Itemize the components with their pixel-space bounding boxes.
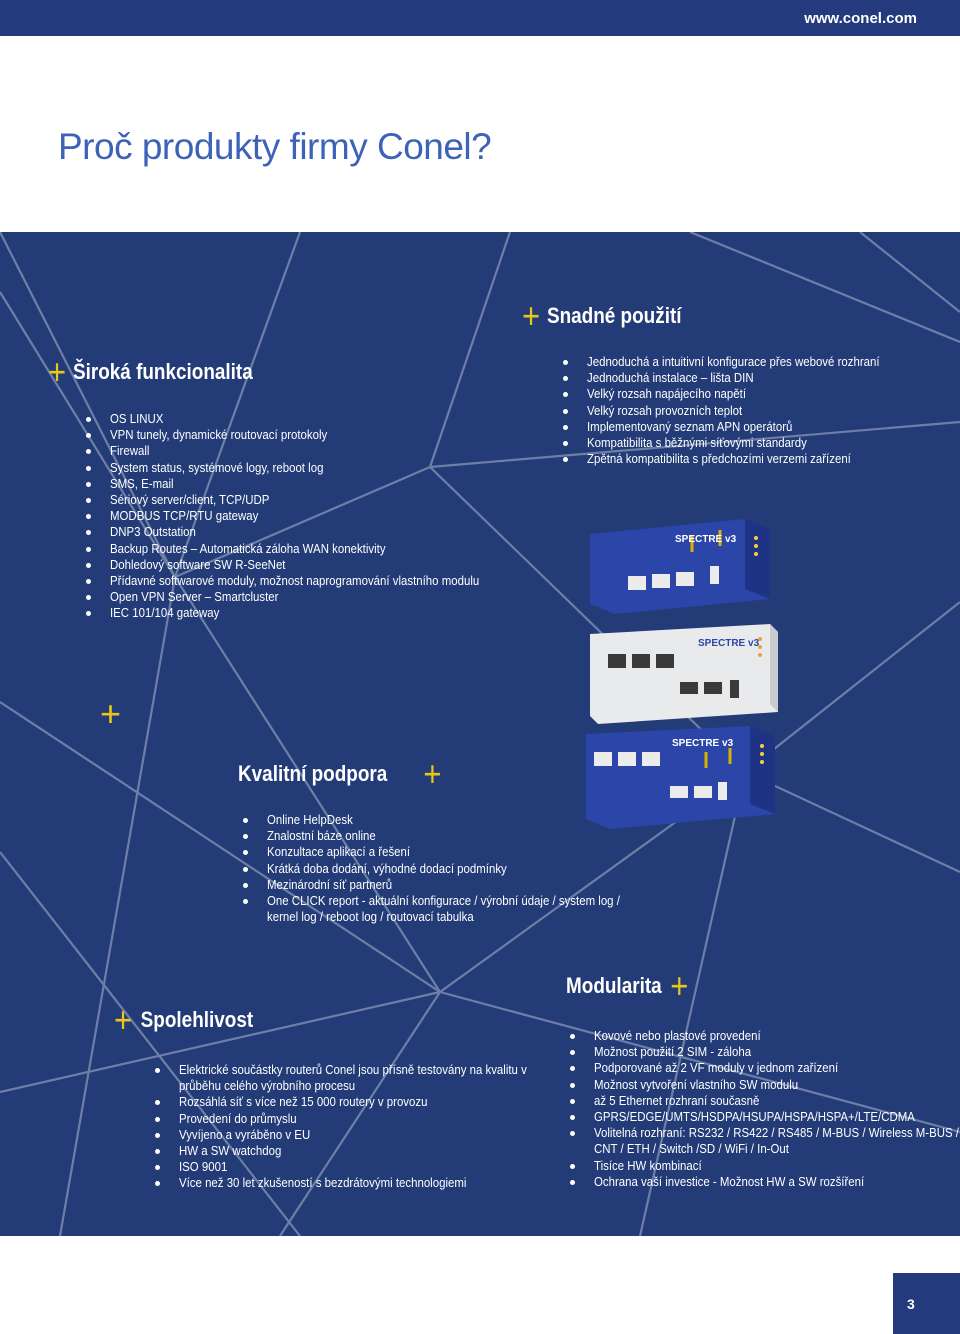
list-item: Ochrana vaší investice - Možnost HW a SW… [570,1174,960,1190]
section-heading: + Spolehlivost [114,1002,510,1038]
section-title: Široká funkcionalita [72,359,253,384]
list-item: Rozsáhlá síť s více než 15 000 routery v… [155,1094,574,1110]
list-item: Dohledový software SW R-SeeNet [86,557,530,573]
feature-list: Elektrické součástky routerů Conel jsou … [155,1062,574,1192]
list-item: Jednoduchá instalace – lišta DIN [563,370,919,386]
list-item: Mezinárodní síť partnerů [243,877,668,893]
plus-icon: + [522,295,541,336]
list-item: Backup Routes – Automatická záloha WAN k… [86,541,530,557]
list-item-continuation: CNT / ETH / Switch /SD / WiFi / In-Out [594,1141,789,1157]
list-item: Podporované až 2 VF moduly v jednom zaří… [570,1060,960,1076]
plus-icon: + [114,999,133,1040]
website-link[interactable]: www.conel.com [804,10,917,27]
list-item: MODBUS TCP/RTU gateway [86,508,530,524]
list-item: Vyvíjeno a vyráběno v EU [155,1127,574,1143]
section-title: Snadné použití [546,303,682,328]
list-item: Volitelná rozhraní: RS232 / RS422 / RS48… [570,1125,960,1141]
section-podpora: Kvalitní podpora + Online HelpDesk Znalo… [238,756,668,925]
page-title: Proč produkty firmy Conel? [58,126,492,167]
features-panel: + Široká funkcionalita OS LINUX VPN tune… [0,232,960,1236]
list-item: IEC 101/104 gateway [86,605,530,621]
svg-text:SPECTRE v3: SPECTRE v3 [672,738,734,749]
list-item: Firewall [86,443,530,459]
section-pouziti: + Snadné použití Jednoduchá a intuitivní… [522,298,919,467]
router-devices-image: SPECTRE v3 SPECTRE v3 [586,519,778,829]
section-modularita: Modularita + Kovové nebo plastové proved… [566,968,960,1190]
list-item: DNP3 Outstation [86,524,530,540]
section-heading: Kvalitní podpora + [238,756,608,792]
page-number: 3 [907,1296,915,1312]
list-item: Možnost použití 2 SIM - záloha [570,1044,960,1060]
list-item: Tisíce HW kombinací [570,1158,960,1174]
list-item: Online HelpDesk [243,812,668,828]
section-spolehlivost: + Spolehlivost Elektrické součástky rout… [114,1002,574,1192]
list-item: Jednoduchá a intuitivní konfigurace přes… [563,354,919,370]
list-item: Open VPN Server – Smartcluster [86,589,530,605]
list-item: Více než 30 let zkušeností s bezdrátovým… [155,1175,574,1191]
svg-text:SPECTRE v3: SPECTRE v3 [698,638,760,649]
feature-list: Jednoduchá a intuitivní konfigurace přes… [563,354,919,467]
list-item: Velký rozsah napájecího napětí [563,386,919,402]
list-item: Zpětná kompatibilita s předchozími verze… [563,451,919,467]
list-item: Kovové nebo plastové provedení [570,1028,960,1044]
feature-list: Kovové nebo plastové provedení Možnost p… [570,1028,960,1190]
list-item: Konzultace aplikací a řešení [243,844,668,860]
section-heading: Modularita + [566,968,947,1004]
list-item: Sériový server/client, TCP/UDP [86,492,530,508]
list-item-continuation: kernel log / reboot log / routovací tabu… [267,909,474,925]
list-item: Přídavné softwarové moduly, možnost napr… [86,573,530,589]
list-item: Elektrické součástky routerů Conel jsou … [155,1062,574,1078]
section-heading: + Široká funkcionalita [48,354,462,390]
feature-list: Online HelpDesk Znalostní báze online Ko… [243,812,668,925]
feature-list: OS LINUX VPN tunely, dynamické routovací… [86,411,530,622]
section-title: Spolehlivost [140,1007,254,1032]
plus-icon: + [423,753,442,794]
section-title: Kvalitní podpora [238,761,388,786]
list-item: Kompatibilita s běžnými síťovými standar… [563,435,919,451]
list-item: ISO 9001 [155,1159,574,1175]
section-funkcionalita: + Široká funkcionalita OS LINUX VPN tune… [48,354,530,622]
list-item: One CLICK report - aktuální konfigurace … [243,893,668,909]
list-item: až 5 Ethernet rozhraní současně [570,1093,960,1109]
router-device-bottom: SPECTRE v3 [586,726,775,829]
list-item: Možnost vytvoření vlastního SW modulu [570,1077,960,1093]
list-item: GPRS/EDGE/UMTS/HSDPA/HSUPA/HSPA/HSPA+/LT… [570,1109,960,1125]
list-item: Velký rozsah provozních teplot [563,403,919,419]
list-item-continuation: průběhu celého výrobního procesu [179,1078,356,1094]
router-device-middle: SPECTRE v3 [590,624,778,724]
svg-text:SPECTRE v3: SPECTRE v3 [675,534,737,545]
list-item: Krátká doba dodání, výhodné dodací podmí… [243,861,668,877]
list-item: System status, systémové logy, reboot lo… [86,460,530,476]
list-item: Provedení do průmyslu [155,1111,574,1127]
list-item: OS LINUX [86,411,530,427]
list-item: Znalostní báze online [243,828,668,844]
plus-icon: + [48,351,67,392]
list-item: VPN tunely, dynamické routovací protokol… [86,427,530,443]
plus-icon: + [100,693,122,734]
list-item: SMS, E-mail [86,476,530,492]
page-number-box: 3 [893,1273,960,1334]
section-heading: + Snadné použití [522,298,864,334]
list-item: HW a SW watchdog [155,1143,574,1159]
list-item: Implementovaný seznam APN operátorů [563,419,919,435]
header-bar: www.conel.com [0,0,960,36]
plus-icon: + [670,965,689,1006]
router-device-top: SPECTRE v3 [590,519,770,614]
section-title: Modularita [566,973,662,998]
